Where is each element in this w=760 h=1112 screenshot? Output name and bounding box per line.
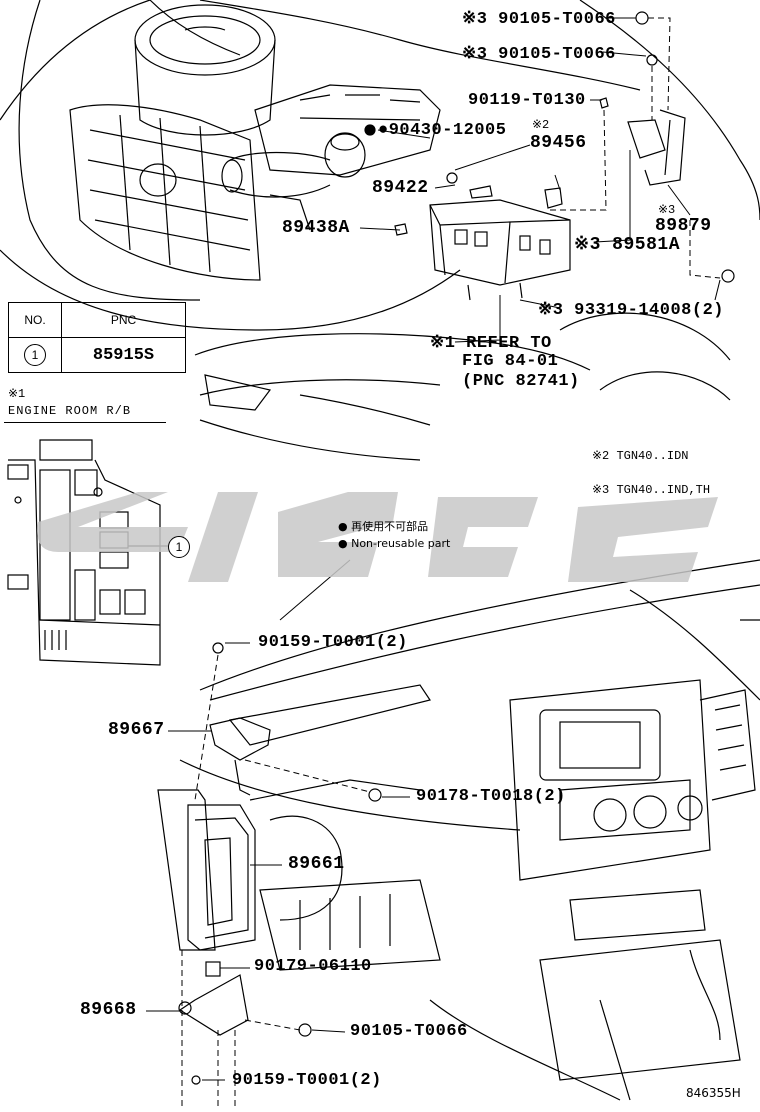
pnc-header-pnc: PNC — [61, 302, 186, 338]
part-label-89667[interactable]: 89667 — [108, 720, 165, 740]
part-label-90119-t0130[interactable]: 90119-T0130 — [468, 91, 586, 110]
pnc-row-value[interactable]: 85915S — [61, 337, 186, 373]
figure-code: 846355H — [686, 1086, 741, 1100]
part-label-93319-14008[interactable]: ※3 93319-14008(2) — [538, 301, 724, 320]
refer-line-2: FIG 84-01 — [462, 352, 559, 371]
leader-lines-upper — [359, 17, 721, 343]
legend-nonreusable-en: ● Non-reusable part — [338, 537, 451, 550]
engine-room-title: ENGINE ROOM R/B — [8, 404, 132, 418]
note-tgn40-ind-th: ※3 TGN40..IND,TH — [592, 483, 711, 497]
dashboard-sketch — [157, 559, 760, 1101]
engine-room-note-mark: ※1 — [8, 387, 26, 401]
part-label-90105-t0066-top1[interactable]: ※3 90105-T0066 — [462, 10, 616, 29]
legend-nonreusable-jp: ● 再使用不可部品 — [338, 520, 429, 533]
engine-room-callout[interactable]: 1 — [168, 536, 190, 558]
refer-line-1[interactable]: ※1 REFER TO — [430, 334, 552, 353]
part-label-90178-t0018[interactable]: 90178-T0018(2) — [416, 787, 566, 806]
part-label-89422[interactable]: 89422 — [372, 178, 429, 198]
part-label-89668[interactable]: 89668 — [80, 1000, 137, 1020]
note-tgn40-idn: ※2 TGN40..IDN — [592, 449, 689, 463]
refer-line-3: (PNC 82741) — [462, 372, 580, 391]
note-mark-89456: ※2 — [532, 118, 550, 132]
part-label-90105-t0066-bottom[interactable]: 90105-T0066 — [350, 1022, 468, 1041]
pnc-header-no: NO. — [8, 302, 62, 338]
part-label-89581a[interactable]: ※3 89581A — [574, 235, 680, 255]
part-label-89879[interactable]: 89879 — [655, 216, 712, 236]
part-label-90159-t0001-bottom[interactable]: 90159-T0001(2) — [232, 1071, 382, 1090]
part-label-89438a[interactable]: 89438A — [282, 218, 350, 238]
pnc-row-no: 1 — [24, 344, 46, 366]
part-label-90430-12005[interactable]: ●90430-12005 — [378, 121, 507, 140]
part-label-89661[interactable]: 89661 — [288, 854, 345, 874]
engine-room-title-rule — [4, 422, 166, 423]
note-mark-89879: ※3 — [658, 203, 676, 217]
part-label-90105-t0066-top2[interactable]: ※3 90105-T0066 — [462, 45, 616, 64]
part-label-89456[interactable]: 89456 — [530, 133, 587, 153]
watermark-logo — [37, 492, 718, 582]
pnc-table: NO. PNC 1 85915S — [8, 302, 186, 373]
engine-bay-sketch — [0, 0, 760, 461]
part-label-90159-t0001-top[interactable]: 90159-T0001(2) — [258, 633, 408, 652]
leader-lines-lower — [146, 559, 410, 1108]
pnc-row-no-cell: 1 — [8, 337, 62, 373]
part-label-90179-06110[interactable]: 90179-06110 — [254, 957, 372, 976]
